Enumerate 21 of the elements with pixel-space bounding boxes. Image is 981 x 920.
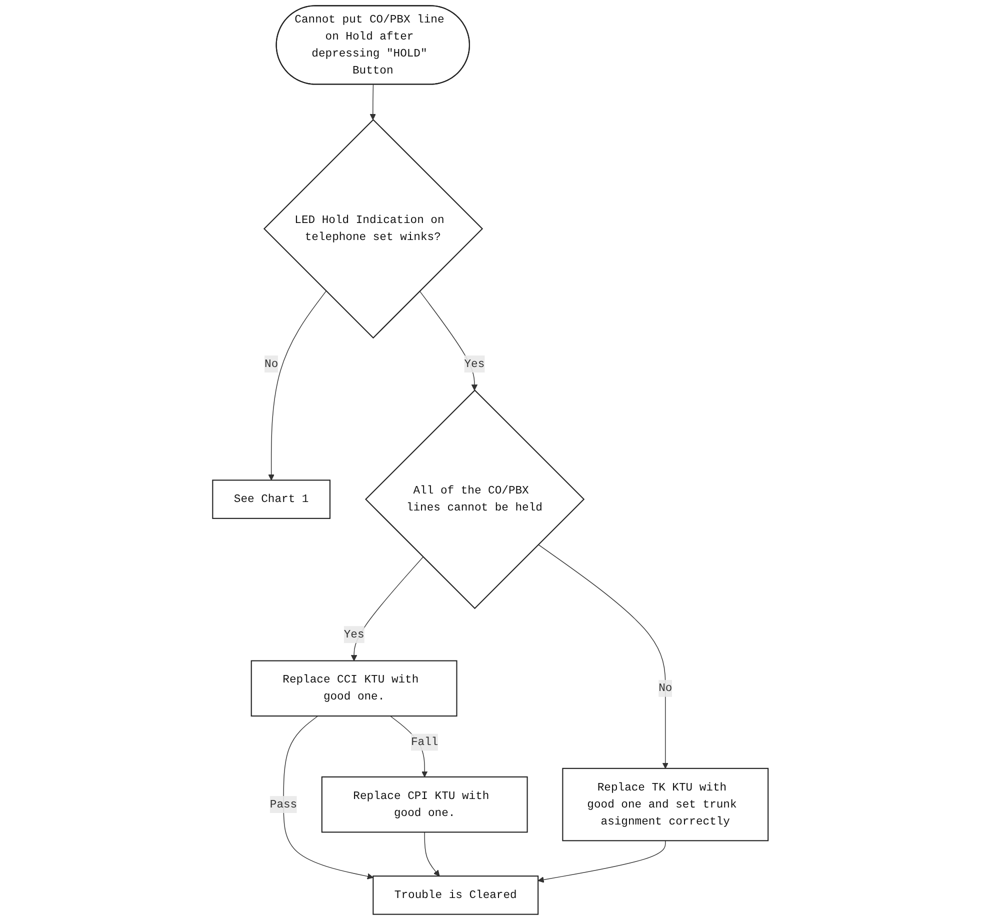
arrow (283, 716, 374, 880)
node-box: Replace TK KTU with good one and set trunk asignment correctly (562, 768, 769, 842)
arrow (419, 290, 478, 391)
edge-label: No (264, 358, 278, 370)
edge-label: No (658, 682, 672, 695)
arrow (268, 290, 327, 480)
edge-label: Yes (344, 628, 364, 641)
edge-label: Yes (464, 358, 485, 370)
node-box: Replace CCI KTU with good one. (250, 660, 458, 717)
arrow (424, 832, 440, 876)
node-diamond: LED Hold Indication on telephone set winks? (264, 118, 484, 339)
arrow (538, 840, 666, 883)
node-box: Replace CPI KTU with good one. (322, 776, 528, 833)
edge-label: Fall (411, 736, 438, 749)
arrow (370, 84, 376, 120)
node-box: Trouble is Cleared (372, 876, 539, 915)
arrow (538, 544, 669, 769)
edge-label: Pass (270, 798, 298, 811)
node-diamond: All of the CO/PBX lines cannot be held (365, 389, 585, 610)
node-box: See Chart 1 (212, 480, 331, 519)
arrow (351, 556, 424, 662)
